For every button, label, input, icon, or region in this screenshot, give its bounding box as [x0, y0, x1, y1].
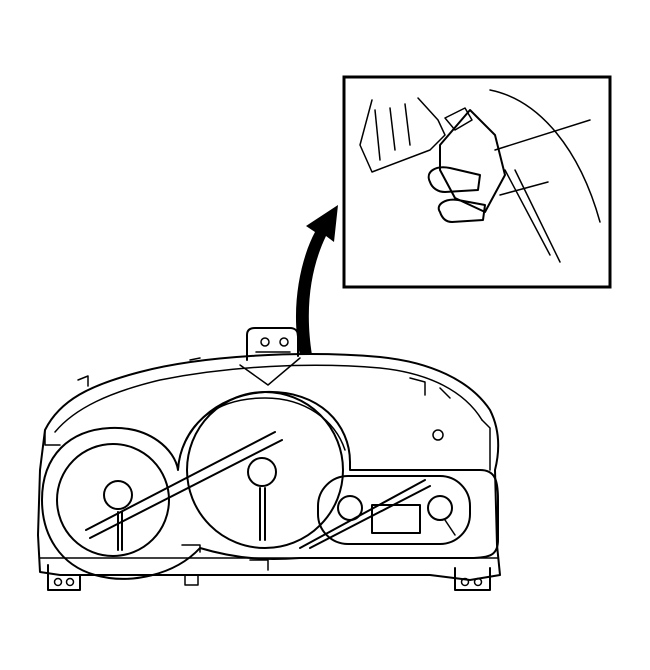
cluster-rim	[54, 364, 483, 433]
detail-inset	[342, 75, 612, 289]
inset-wire-harness	[494, 119, 591, 263]
inset-frame	[342, 75, 612, 289]
bottom-tab-left	[47, 564, 81, 591]
inset-connector	[439, 109, 506, 213]
instrument-cluster	[37, 327, 501, 591]
curved-arrow-icon	[295, 205, 338, 355]
inset-finger-lower	[437, 198, 486, 223]
inset-housing-panel	[359, 97, 446, 173]
speedometer-bezel-top	[177, 397, 346, 471]
right-gauge-pod	[317, 475, 471, 545]
arrow-body	[295, 205, 338, 355]
tachometer-face	[56, 443, 170, 557]
speedometer-hub	[247, 457, 277, 487]
bottom-tab-left-hole-2	[65, 577, 75, 587]
cluster-housing	[37, 353, 501, 581]
temp-gauge-hub	[427, 495, 453, 521]
tachometer-hub	[103, 480, 133, 510]
inset-finger-upper	[427, 166, 481, 193]
tab-hole-left	[260, 337, 270, 347]
inset-connector-latch	[444, 107, 473, 131]
bottom-center-clip	[184, 574, 199, 586]
housing-screw	[432, 429, 444, 441]
bottom-tab-right	[454, 567, 491, 591]
speedometer-face	[186, 391, 344, 549]
glare-line-right	[299, 479, 431, 549]
inset-panel-curve	[489, 89, 601, 223]
top-tab-base	[239, 357, 301, 386]
cluster-rim-edge	[44, 419, 491, 471]
housing-step-right	[409, 377, 451, 399]
housing-detail-left	[77, 357, 201, 387]
bottom-tab-left-hole-1	[53, 577, 63, 587]
glare-line-left	[85, 431, 283, 539]
tachometer-needle	[117, 511, 123, 551]
temp-gauge-needle	[444, 519, 456, 536]
bottom-tab-right-hole-1	[460, 577, 470, 587]
inset-housing-shading	[374, 103, 411, 161]
cluster-bottom-edge	[39, 544, 499, 571]
left-gauge-bezel	[41, 390, 499, 580]
bottom-tab-right-hole-2	[473, 577, 483, 587]
tab-hole-right	[279, 337, 289, 347]
odometer-display	[371, 504, 421, 534]
speedometer-needle	[259, 487, 266, 541]
